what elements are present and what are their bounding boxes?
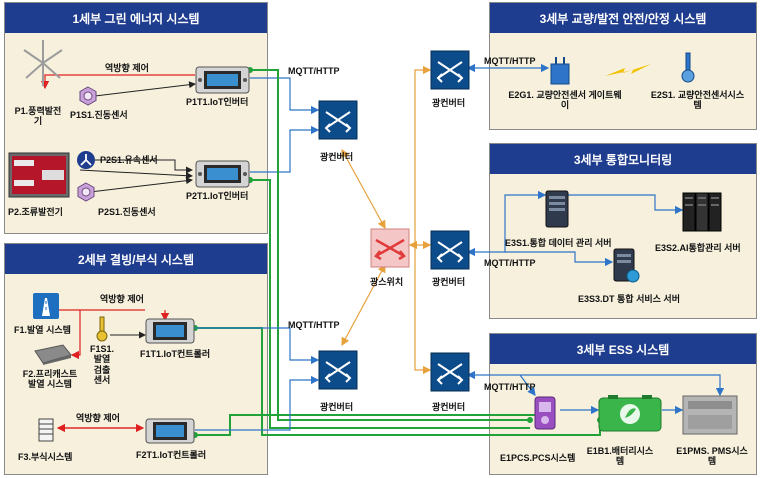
wind-generator-label: P1.풍력발전 기 [14,106,62,127]
lightning-icon [605,64,651,76]
converter-label: 광컨버터 [432,98,466,108]
dt-server-label: E3S3.DT 통합 서비스 서버 [578,294,680,304]
converter-label: 광컨버터 [320,402,354,412]
bridge-sensor-icon [681,52,695,83]
flow-sensor-label: P2S1.유속센서 [100,155,158,165]
protocol-label: MQTT/HTTP [484,258,536,268]
panel-title: 3세부 ESS 시스템 [490,334,756,364]
optical-converter-icon [430,230,470,270]
gateway-label: E2G1. 교량안전센서 게이트웨 이 [508,90,622,111]
data-server-label: E3S1.통합 데이터 관리 서버 [505,238,612,248]
iot-inverter-label: P2T1.IoT인버터 [186,191,249,201]
precast-slab-icon [34,344,72,365]
corrosion-system-label: F3.부식시스템 [18,452,73,462]
iot-controller-label: F2T1.IoT컨트롤러 [136,450,207,460]
iot-inverter-icon [195,160,250,188]
iot-inverter-label: P1T1.IoT인버터 [186,97,249,107]
converter-label: 광컨버터 [432,402,466,412]
pcs-system-icon [534,396,556,430]
converter-label: 광컨버터 [432,277,466,287]
pms-system-label: E1PMS. PMS시스 템 [676,446,748,467]
bridge-sensor-label: E2S1. 교량안전센서시스 템 [650,90,745,111]
iot-controller-label: F1T1.IoT컨트롤러 [140,349,211,359]
vibration-sensor-icon [77,182,95,202]
reverse-control-label: 역방향 제어 [100,294,144,304]
heat-sensor-label: F1S1. 발열 검출 센서 [89,344,114,386]
protocol-label: MQTT/HTTP [484,56,536,66]
vibration-sensor-label: P1S1.진동센서 [70,110,128,120]
converter-label: 광컨버터 [320,152,354,162]
ai-server-icon [682,192,722,232]
panel-title: 3세부 통합모니터링 [490,144,756,174]
pms-system-icon [682,395,738,435]
protocol-label: MQTT/HTTP [288,320,340,330]
protocol-label: MQTT/HTTP [484,382,536,392]
optical-converter-icon [318,100,358,140]
heating-system-label: F1.발열 시스템 [14,325,71,335]
heat-sensor-icon [96,316,108,342]
ai-server-label: E3S2.AI통합관리 서버 [655,243,741,253]
precast-system-label: F2.프리캐스트 발열 시스템 [22,369,78,390]
optical-switch-icon [370,228,410,268]
vibration-sensor-icon [79,86,97,106]
iot-inverter-icon [195,66,250,94]
battery-system-icon [598,395,662,432]
tidal-generator-icon [8,152,70,198]
optical-converter-icon [430,50,470,90]
data-server-icon [545,190,569,228]
vibration-sensor-label: P2S1.진동센서 [98,207,156,217]
panel-bridge-safety: 3세부 교량/발전 안전/안정 시스템 [489,2,757,130]
panel-title: 3세부 교량/발전 안전/안정 시스템 [490,3,756,33]
reverse-control-label: 역방향 제어 [105,63,149,73]
pcs-system-label: E1PCS.PCS시스템 [500,453,576,463]
road-sign-icon [33,293,59,319]
iot-controller-icon [145,418,195,444]
protocol-label: MQTT/HTTP [288,66,340,76]
panel-title: 1세부 그린 에너지 시스템 [5,3,267,33]
optical-converter-icon [318,350,358,390]
tidal-generator-label: P2.조류발전기 [8,207,63,217]
flow-sensor-icon [77,151,95,169]
iot-controller-icon [145,318,195,344]
dt-server-icon [613,248,640,283]
panel-title: 2세부 결빙/부식 시스템 [5,244,267,274]
reverse-control-label: 역방향 제어 [76,413,120,423]
battery-system-label: E1B1.배터리시스 템 [586,446,654,467]
optical-converter-icon [430,352,470,392]
corrosion-sensor-icon [38,418,54,442]
gateway-icon [550,57,570,85]
wind-turbine-icon [23,40,63,86]
switch-label: 광스위치 [370,277,404,287]
